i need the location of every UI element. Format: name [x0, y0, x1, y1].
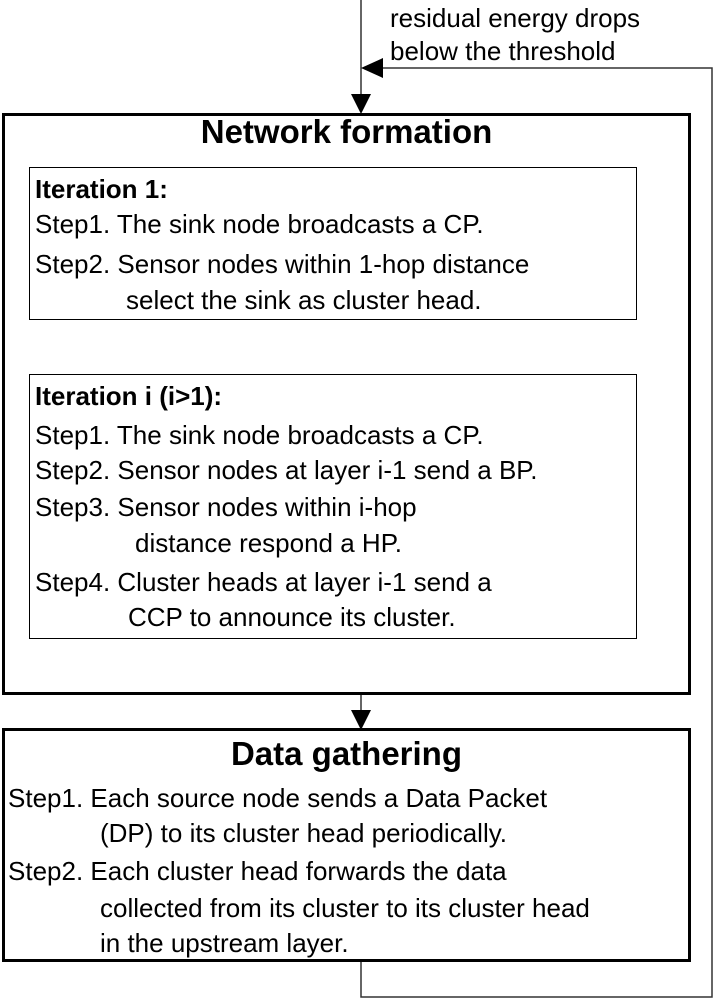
iteration-1-heading: Iteration 1:	[35, 174, 168, 204]
iteration-i-step4: Step4. Cluster heads at layer i-1 send a	[35, 567, 492, 597]
data-gathering-step2-continued-1: collected from its cluster to its cluste…	[100, 893, 590, 923]
data-gathering-step2-continued-2: in the upstream layer.	[100, 928, 349, 958]
data-gathering-step1: Step1. Each source node sends a Data Pac…	[8, 783, 548, 813]
iteration-i-step4-continued: CCP to announce its cluster.	[128, 602, 456, 632]
feedback-loop-arrowhead	[361, 58, 383, 78]
entry-arrowhead	[351, 94, 371, 114]
iteration-i-box	[29, 374, 637, 639]
data-gathering-step2: Step2. Each cluster head forwards the da…	[8, 856, 507, 886]
iteration-i-step1: Step1. The sink node broadcasts a CP.	[35, 420, 484, 450]
feedback-condition-line-2: below the threshold	[390, 36, 616, 66]
data-gathering-title: Data gathering	[230, 735, 463, 772]
iteration-1-step1: Step1. The sink node broadcasts a CP.	[35, 209, 484, 239]
iteration-1-step2-continued: select the sink as cluster head.	[126, 285, 482, 315]
iteration-i-heading: Iteration i (i>1):	[35, 381, 223, 411]
data-gathering-step1-continued: (DP) to its cluster head periodically.	[100, 818, 508, 848]
iteration-i-step3: Step3. Sensor nodes within i-hop	[35, 492, 417, 522]
phase-link-arrowhead	[351, 710, 371, 730]
feedback-loop-line	[360, 67, 713, 998]
iteration-i-step2: Step2. Sensor nodes at layer i-1 send a …	[35, 455, 538, 485]
iteration-1-box	[29, 167, 637, 320]
iteration-i-step3-continued: distance respond a HP.	[135, 528, 402, 558]
iteration-1-step2: Step2. Sensor nodes within 1-hop distanc…	[35, 249, 530, 279]
network-formation-title: Network formation	[200, 113, 493, 150]
feedback-condition-line-1: residual energy drops	[390, 3, 641, 33]
data-gathering-box	[2, 728, 691, 962]
